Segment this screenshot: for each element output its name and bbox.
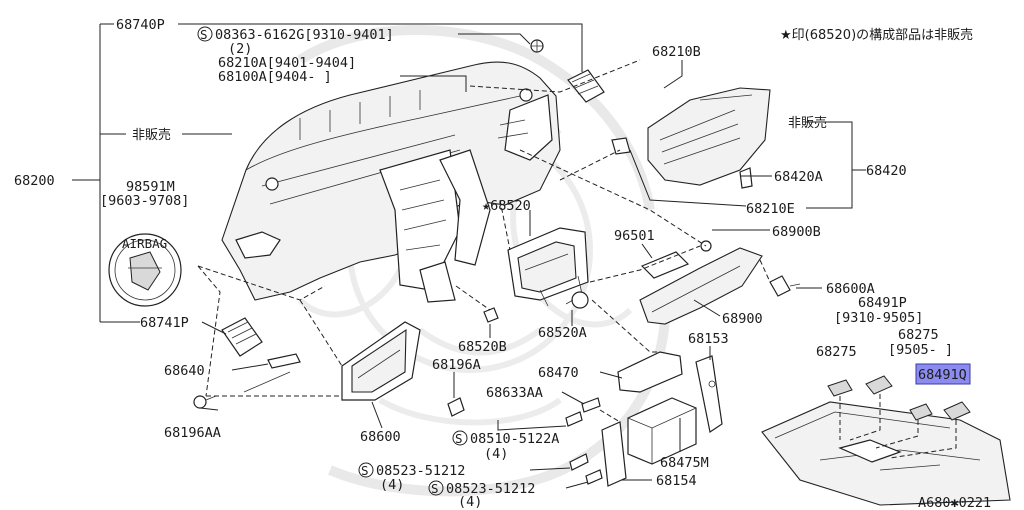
- console-frame-68520[interactable]: [507, 227, 589, 307]
- label-68520A[interactable]: 68520A: [538, 325, 587, 341]
- svg-text:S: S: [200, 27, 208, 42]
- label-68420A[interactable]: 68420A: [774, 169, 823, 185]
- bolt-68196AA[interactable]: [193, 395, 217, 409]
- center-console[interactable]: [761, 401, 1011, 506]
- label-68470[interactable]: 68470: [538, 365, 579, 381]
- screw-symbol-4: S: [428, 480, 444, 496]
- side-vent-68741P[interactable]: [221, 317, 263, 357]
- label-bolt3-code[interactable]: 08523-51212: [446, 481, 535, 497]
- bracket-68153[interactable]: [695, 355, 723, 433]
- label-bolt2-qty: (4): [380, 477, 404, 493]
- label-68520B[interactable]: 68520B: [458, 339, 507, 355]
- screw-symbol-2: S: [452, 430, 468, 446]
- label-68520[interactable]: ★68520: [482, 198, 531, 214]
- cover-68275-left[interactable]: [827, 379, 853, 397]
- label-bolt1-code[interactable]: 08510-5122A: [470, 431, 559, 447]
- label-68210E[interactable]: 68210E: [746, 201, 795, 217]
- label-68210B[interactable]: 68210B: [652, 44, 701, 60]
- cover-68491Q[interactable]: [943, 401, 971, 421]
- label-98591M-date: [9603-9708]: [100, 193, 189, 209]
- screw-08363[interactable]: [530, 39, 544, 53]
- label-hihanbai-right: 非販売: [788, 115, 827, 131]
- bolt-08523-b[interactable]: [585, 469, 603, 485]
- label-68275-left[interactable]: 68275: [816, 344, 857, 360]
- lower-trim-68900[interactable]: [639, 240, 763, 325]
- svg-text:S: S: [361, 463, 369, 478]
- label-68491P-date: [9310-9505]: [834, 310, 923, 326]
- bracket-68470[interactable]: [617, 351, 683, 393]
- cover-panel-68420[interactable]: [611, 87, 771, 189]
- label-bolt1-qty: (4): [484, 446, 508, 462]
- box-68475M[interactable]: [627, 397, 697, 465]
- leader-lines: [72, 23, 866, 489]
- cover-68491P[interactable]: [865, 375, 893, 395]
- label-68475M[interactable]: 68475M: [660, 455, 709, 471]
- latch-68640[interactable]: [243, 353, 301, 393]
- bolt-68633AA[interactable]: [581, 397, 601, 413]
- dashed-connectors: [197, 59, 957, 459]
- bracket-68154[interactable]: [601, 421, 627, 487]
- label-96501[interactable]: 96501: [614, 228, 655, 244]
- label-bolt3-qty: (4): [458, 494, 482, 510]
- label-68633AA[interactable]: 68633AA: [486, 385, 543, 401]
- label-68275-top[interactable]: 68275: [898, 327, 939, 343]
- knob-68520A[interactable]: [565, 291, 589, 309]
- label-68196A[interactable]: 68196A: [432, 357, 481, 373]
- label-68900[interactable]: 68900: [722, 311, 763, 327]
- screw-68600A[interactable]: [769, 275, 801, 297]
- label-68153[interactable]: 68153: [688, 331, 729, 347]
- label-68275-date: [9505- ]: [888, 342, 953, 358]
- highlight-68491Q: [915, 363, 971, 385]
- dashboard-panel-68200[interactable]: [221, 61, 561, 303]
- clip-68196A[interactable]: [447, 397, 465, 417]
- label-screw-code[interactable]: 08363-6162G[9310-9401]: [215, 27, 394, 43]
- part-96501[interactable]: [640, 251, 690, 279]
- cover-68275-right[interactable]: [909, 403, 933, 421]
- label-68200[interactable]: 68200: [14, 173, 55, 189]
- label-68600[interactable]: 68600: [360, 429, 401, 445]
- label-68420[interactable]: 68420: [866, 163, 907, 179]
- label-68196AA[interactable]: 68196AA: [164, 425, 221, 441]
- label-68491Q[interactable]: 68491Q: [918, 367, 967, 383]
- label-98591M[interactable]: 98591M: [126, 179, 175, 195]
- airbag-emblem-98591M[interactable]: AIRBAG: [108, 233, 182, 307]
- label-68900B[interactable]: 68900B: [772, 224, 821, 240]
- label-68600A[interactable]: 68600A: [826, 281, 875, 297]
- airbag-text: AIRBAG: [122, 236, 167, 251]
- bolt-08523-a[interactable]: [569, 453, 589, 471]
- label-68640[interactable]: 68640: [164, 363, 205, 379]
- label-68100A[interactable]: 68100A[9404- ]: [218, 69, 332, 85]
- label-screw-qty: (2): [228, 41, 252, 57]
- svg-text:S: S: [455, 431, 463, 446]
- glove-box-68600[interactable]: [341, 321, 421, 401]
- label-68741P[interactable]: 68741P: [140, 315, 189, 331]
- label-68154[interactable]: 68154: [656, 473, 697, 489]
- labels: 68740P 08363-6162G[9310-9401] (2) 68210A…: [14, 17, 991, 510]
- label-68740P[interactable]: 68740P: [116, 17, 165, 33]
- vent-68740P[interactable]: [567, 69, 605, 103]
- drawing-code: A680✱0221: [918, 495, 991, 510]
- label-68491P[interactable]: 68491P: [858, 295, 907, 311]
- svg-text:S: S: [431, 481, 439, 496]
- note-text: ★印(68520)の構成部品は非販売: [780, 27, 973, 43]
- clip-68520B[interactable]: [483, 307, 499, 323]
- label-bolt2-code[interactable]: 08523-51212: [376, 463, 465, 479]
- bolt-08510[interactable]: [565, 411, 583, 427]
- label-68210A[interactable]: 68210A[9401-9404]: [218, 55, 356, 71]
- screw-symbol-1: S: [197, 26, 213, 42]
- screw-symbol-3: S: [358, 462, 374, 478]
- label-hihanbai-left: 非販売: [132, 127, 171, 143]
